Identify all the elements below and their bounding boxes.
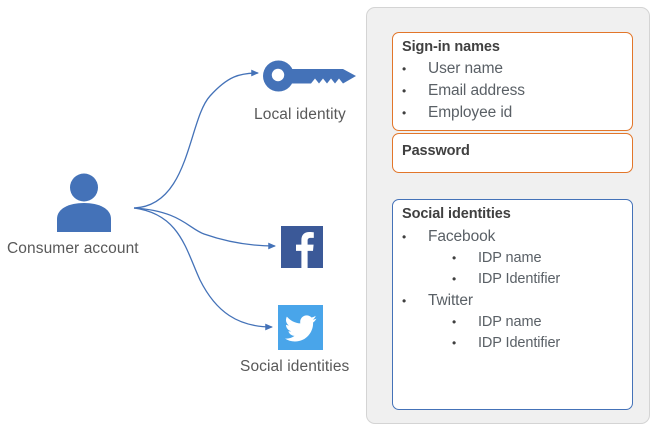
- list-item-label: Email address: [428, 82, 525, 99]
- bullet-icon: •: [402, 62, 407, 76]
- list-item-label: IDP Identifier: [478, 271, 561, 287]
- card-title-password: Password: [402, 143, 470, 159]
- card-title-social-identities: Social identities: [402, 206, 511, 222]
- bullet-icon: •: [452, 272, 457, 286]
- bullet-icon: •: [452, 336, 457, 350]
- list-item: • IDP Identifier: [402, 269, 628, 290]
- card-password: Password: [392, 133, 633, 173]
- key-icon: [263, 60, 356, 92]
- person-icon: [57, 173, 111, 232]
- social-identities-label: Social identities: [240, 358, 350, 375]
- list-item: • Twitter: [402, 290, 628, 312]
- social-identities-list: • Facebook • IDP name • IDP Identifier •…: [402, 226, 628, 354]
- list-item: • IDP name: [402, 248, 628, 269]
- facebook-icon: [281, 226, 323, 268]
- bullet-icon: •: [402, 84, 407, 98]
- card-sign-in-names: Sign-in names • User name • Email addres…: [392, 32, 633, 131]
- bullet-icon: •: [402, 230, 407, 244]
- attributes-panel: Sign-in names • User name • Email addres…: [366, 7, 650, 424]
- list-item-label: IDP name: [478, 314, 542, 330]
- connector-to-social-identities: [133, 207, 274, 331]
- list-item-label: IDP name: [478, 250, 542, 266]
- list-item-label: IDP Identifier: [478, 335, 561, 351]
- list-item-label: User name: [428, 60, 503, 77]
- bullet-icon: •: [452, 251, 457, 265]
- connector-to-local-identity: [133, 69, 260, 209]
- list-item: • IDP Identifier: [402, 333, 628, 354]
- consumer-account-label: Consumer account: [7, 240, 139, 257]
- connector-to-facebook: [133, 207, 277, 250]
- local-identity-label: Local identity: [254, 106, 346, 123]
- twitter-icon: [278, 305, 323, 350]
- list-item: • User name: [402, 58, 628, 80]
- list-item-label: Twitter: [428, 292, 473, 309]
- sign-in-names-list: • User name • Email address • Employee i…: [402, 58, 628, 124]
- bullet-icon: •: [402, 106, 407, 120]
- bullet-icon: •: [452, 315, 457, 329]
- list-item: • Facebook: [402, 226, 628, 248]
- bullet-icon: •: [402, 294, 407, 308]
- list-item-label: Facebook: [428, 228, 496, 245]
- list-item: • Employee id: [402, 102, 628, 124]
- list-item-label: Employee id: [428, 104, 513, 121]
- card-social-identities: Social identities • Facebook • IDP name …: [392, 199, 633, 410]
- card-title-sign-in-names: Sign-in names: [402, 39, 500, 55]
- list-item: • IDP name: [402, 312, 628, 333]
- list-item: • Email address: [402, 80, 628, 102]
